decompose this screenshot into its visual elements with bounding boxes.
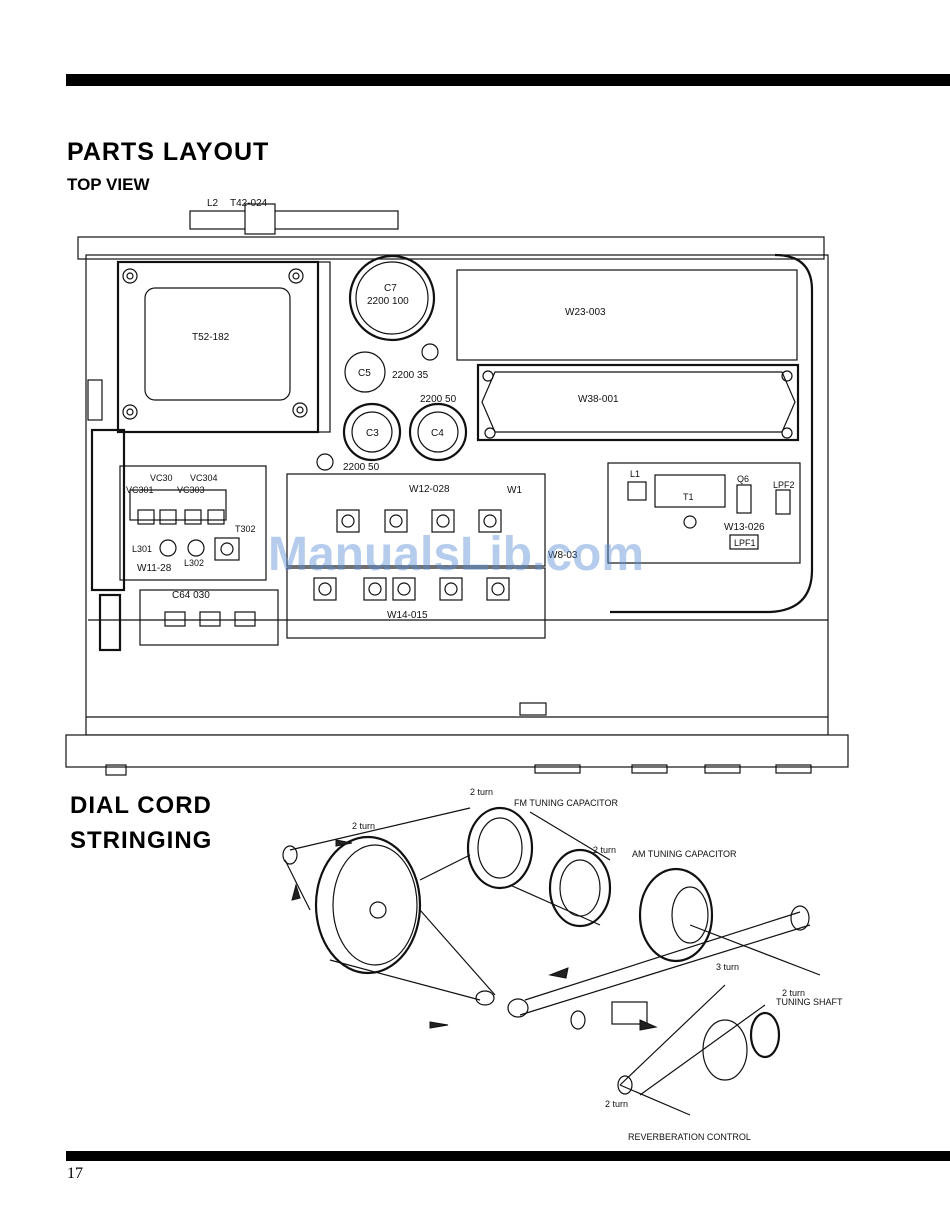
- label-q6: Q6: [737, 474, 749, 484]
- board-w13: [607, 462, 801, 564]
- label-w14: W14-015: [387, 610, 428, 621]
- label-am-capacitor: AM TUNING CAPACITOR: [632, 849, 737, 859]
- label-w1: W1: [507, 485, 522, 496]
- top-view-labels: L2 T42-024 T52-182 C7 2200 100 C5 2200 3…: [126, 198, 795, 621]
- bottom-rule: [66, 1151, 950, 1161]
- label-w23: W23-003: [565, 307, 606, 318]
- label-2turn-c: 2 turn: [593, 845, 616, 855]
- label-l301: L301: [132, 544, 152, 554]
- transformer-t52: [116, 260, 331, 434]
- board-w11: [119, 465, 267, 581]
- label-c5: C5: [358, 368, 371, 379]
- label-w11: W11-28: [137, 563, 172, 574]
- label-3turn: 3 turn: [716, 962, 739, 972]
- label-c7: C7: [384, 283, 397, 294]
- label-w38: W38-001: [578, 394, 619, 405]
- label-vc303: VC303: [177, 485, 205, 495]
- page-number: 17: [67, 1165, 83, 1182]
- label-t52: T52-182: [192, 332, 230, 343]
- section-heading-line2: STRINGING: [70, 827, 213, 854]
- label-vc302: VC30: [150, 473, 173, 483]
- label-l1: L1: [630, 469, 640, 479]
- page-title: PARTS LAYOUT: [67, 138, 270, 166]
- label-2turn-d: 2 turn: [782, 988, 805, 998]
- label-w12: W12-028: [409, 484, 450, 495]
- label-lpf2: LPF2: [773, 480, 795, 490]
- label-fm-capacitor: FM TUNING CAPACITOR: [514, 798, 619, 808]
- label-c5-value: 2200 35: [392, 370, 429, 381]
- label-vc301: VC301: [126, 485, 154, 495]
- label-w8: W8-03: [548, 550, 578, 561]
- label-c4-value: 2200 50: [420, 394, 457, 405]
- label-c3-value: 2200 50: [343, 462, 380, 473]
- label-c3: C3: [366, 428, 379, 439]
- label-t1: T1: [683, 492, 694, 502]
- capacitors: [316, 254, 468, 471]
- dial-cord-labels: FM TUNING CAPACITOR AM TUNING CAPACITOR …: [352, 787, 843, 1142]
- label-tuning-shaft: TUNING SHAFT: [776, 997, 843, 1007]
- label-w13: W13-026: [724, 522, 765, 533]
- label-t302: T302: [235, 524, 256, 534]
- boards-center: [286, 473, 546, 639]
- label-c4: C4: [431, 428, 444, 439]
- section-subtitle: TOP VIEW: [67, 175, 150, 194]
- label-c64: C64 030: [172, 590, 210, 601]
- label-2turn-a: 2 turn: [470, 787, 493, 797]
- top-rule: [66, 74, 950, 86]
- chassis: [65, 203, 849, 776]
- watermark: ManualsLib.com: [268, 528, 644, 581]
- label-2turn-e: 2 turn: [605, 1099, 628, 1109]
- label-t42: T42-024: [230, 198, 268, 209]
- block-c64: [139, 589, 279, 646]
- label-l2: L2: [207, 198, 219, 209]
- boards-upper-right: [456, 269, 800, 442]
- label-l302: L302: [184, 558, 204, 568]
- label-reverberation: REVERBERATION CONTROL: [628, 1132, 751, 1142]
- label-lpf1: LPF1: [734, 538, 756, 548]
- dial-cord-drawing: [282, 806, 821, 1116]
- label-2turn-b: 2 turn: [352, 821, 375, 831]
- label-vc304: VC304: [190, 473, 218, 483]
- label-c7-value: 2200 100: [367, 296, 409, 307]
- section-heading-line1: DIAL CORD: [70, 792, 212, 819]
